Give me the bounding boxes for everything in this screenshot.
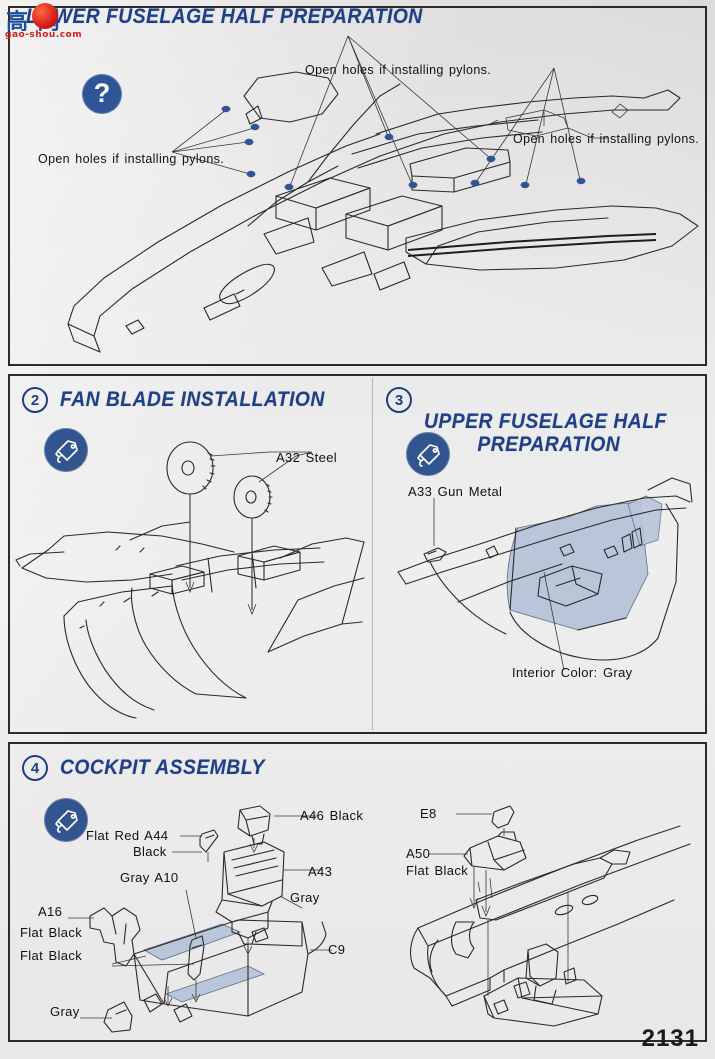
glue-tube-icon (55, 810, 78, 833)
color-label-a50: Flat Black (406, 863, 469, 878)
question-mark-badge: ? (82, 74, 122, 114)
interior-color-note: Interior Color: Gray (512, 665, 633, 680)
step-1-diagram (67, 35, 699, 353)
panel-divider (372, 378, 373, 730)
step-3-title: UPPER FUSELAGE HALF PREPARATION (424, 389, 667, 478)
step-2-number: 2 (22, 387, 48, 413)
step-3-diagram (397, 477, 693, 671)
watermark-logo: 高 网 gao-shou.com (4, 2, 116, 44)
color-label-flat-black-1: Flat Black (20, 925, 83, 940)
step-2-title: FAN BLADE INSTALLATION (60, 388, 325, 411)
step-4-title: COCKPIT ASSEMBLY (60, 756, 265, 779)
glue-tube-badge-step3 (406, 432, 450, 476)
open-holes-note-top: Open holes if installing pylons. (305, 63, 492, 77)
part-label-e8: E8 (420, 806, 437, 821)
watermark-domain: gao-shou.com (5, 30, 83, 40)
step-3-header: 3 UPPER FUSELAGE HALF PREPARATION (386, 387, 688, 478)
part-label-c9: C9 (328, 942, 346, 957)
glue-tube-icon (55, 440, 78, 463)
step-3-number: 3 (386, 387, 412, 413)
color-label-black: Black (133, 844, 167, 859)
page-number: 2131 (641, 1025, 699, 1052)
glue-tube-badge-step2 (44, 428, 88, 472)
open-holes-note-right: Open holes if installing pylons. (513, 132, 700, 146)
part-label-a50: A50 (406, 846, 431, 861)
color-label-gray-floor: Gray (50, 1004, 80, 1019)
step-4-number: 4 (22, 755, 48, 781)
step-4-panel: 4 COCKPIT ASSEMBLY (8, 742, 707, 1042)
part-label-a43: A43 (308, 864, 333, 879)
part-label-a32: A32 Steel (276, 450, 338, 465)
color-label-flat-black-2: Flat Black (20, 948, 83, 963)
part-label-a33: A33 Gun Metal (408, 484, 503, 499)
glue-tube-badge-step4 (44, 798, 88, 842)
step-2-diagram (15, 441, 365, 719)
step-2-3-panel: 2 FAN BLADE INSTALLATION 3 UPPER FUSELAG… (8, 374, 707, 734)
panel-border (8, 6, 707, 366)
glue-tube-icon (417, 444, 440, 467)
step-2-header: 2 FAN BLADE INSTALLATION (22, 387, 348, 413)
part-label-a10: Gray A10 (120, 870, 179, 885)
watermark-seal-icon (32, 3, 58, 29)
part-label-a16: A16 (38, 904, 63, 919)
panel-border (8, 742, 707, 1042)
part-label-a44: Flat Red A44 (86, 828, 169, 843)
step-3-title-line2: PREPARATION (477, 432, 621, 456)
step-4-header: 4 COCKPIT ASSEMBLY (22, 755, 283, 781)
step-1-panel: ? Open holes if installing pylons. Open … (8, 6, 707, 366)
step-3-title-line1: UPPER FUSELAGE HALF (424, 410, 667, 434)
part-label-a46: A46 Black (300, 808, 364, 823)
color-label-gray-seat: Gray (290, 890, 320, 905)
step-4-left-diagram (68, 805, 332, 1033)
open-holes-note-left: Open holes if installing pylons. (38, 152, 225, 166)
panel-border (8, 374, 707, 734)
question-mark-icon: ? (93, 77, 111, 108)
step-4-right-diagram (409, 805, 691, 1027)
